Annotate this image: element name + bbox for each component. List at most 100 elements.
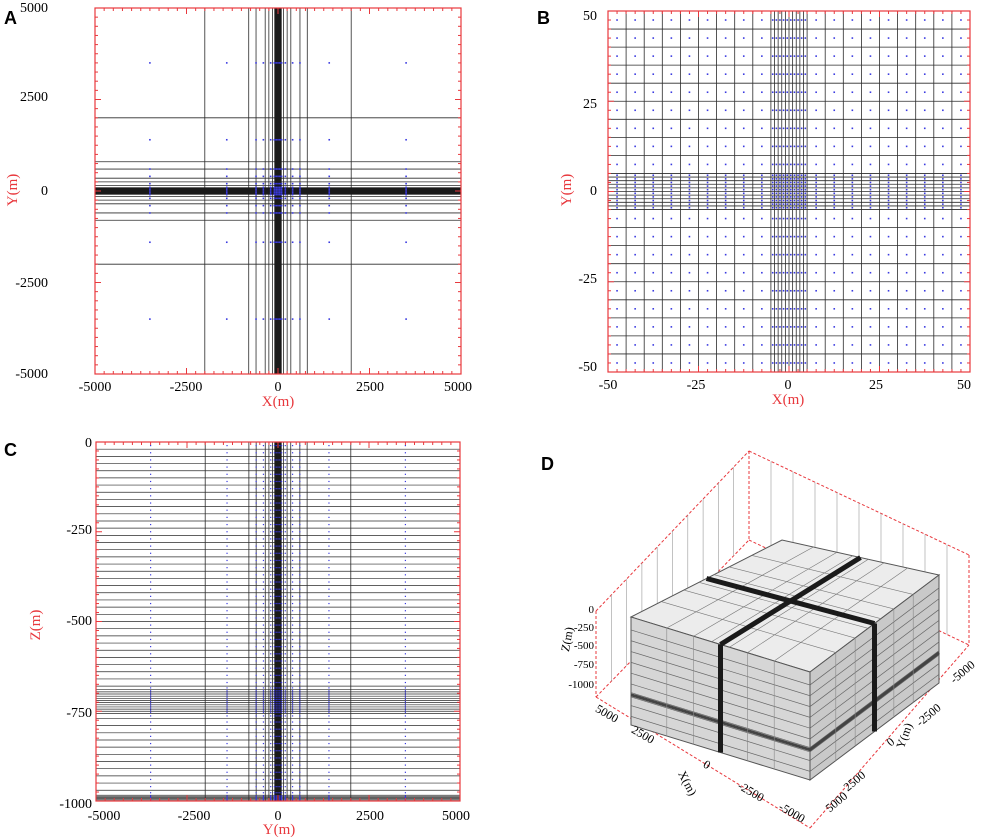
panel-a-grid-point: [255, 138, 257, 141]
panel-c-grid-point: [273, 495, 275, 497]
panel-c-grid-point: [404, 617, 406, 619]
panel-b-grid-point: [782, 253, 785, 256]
panel-b-grid-point: [793, 271, 796, 274]
panel-b-grid-point: [786, 55, 788, 57]
panel-b-grid-point: [779, 289, 781, 292]
panel-c-grid-point: [255, 538, 257, 540]
panel-c-grid-point: [273, 721, 275, 723]
panel-c-grid-point: [277, 646, 279, 648]
panel-a-grid-point: [299, 175, 301, 178]
panel-c-grid-point: [270, 588, 272, 590]
panel-b-grid-point: [634, 19, 636, 21]
panel-b-grid-point: [724, 178, 727, 180]
panel-a-grid-point: [255, 168, 257, 170]
panel-b-grid-point: [815, 253, 817, 256]
panel-a-grid-point: [262, 186, 265, 189]
panel-c-grid-point: [226, 495, 228, 497]
panel-b-grid-point: [652, 235, 655, 238]
panel-c-grid-point: [299, 602, 301, 605]
panel-c-grid-point: [270, 799, 272, 801]
panel-c-grid-point: [281, 581, 283, 583]
panel-b-grid-point: [779, 174, 781, 177]
panel-a-grid-point: [269, 318, 272, 320]
panel-b-grid-point: [779, 271, 781, 274]
panel-c-grid-point: [404, 538, 406, 540]
panel-b-grid-point: [851, 192, 854, 195]
panel-c-grid-point: [284, 559, 286, 562]
panel-a-grid-point: [280, 192, 283, 194]
panel-b-grid-point: [616, 192, 618, 195]
panel-a-grid-point: [279, 190, 281, 192]
panel-b-grid-point: [905, 253, 908, 256]
panel-b-grid-point: [905, 91, 908, 94]
panel-b-grid-point: [797, 109, 799, 112]
panel-letter-c: C: [4, 440, 17, 460]
panel-c-grid-point: [150, 617, 152, 619]
panel-c-grid-point: [284, 707, 286, 709]
panel-c-grid-point: [284, 703, 286, 705]
panel-b-grid-point: [790, 344, 792, 346]
panel-b-grid-point: [887, 203, 890, 205]
panel-b-grid-point: [761, 308, 763, 310]
panel-c-grid-point: [275, 595, 277, 597]
panel-c-grid-point: [328, 690, 330, 692]
panel-b-grid-point: [887, 196, 890, 198]
panel-c-grid-point: [281, 660, 283, 662]
panel-d-ztick: 0: [589, 604, 595, 616]
panel-a-grid-point: [405, 212, 407, 214]
panel-c-grid-point: [262, 523, 265, 526]
panel-b-grid-point: [761, 199, 763, 202]
panel-d-layer-line: [630, 650, 940, 748]
panel-b-grid-point: [771, 185, 774, 187]
panel-a-grid-point: [299, 138, 301, 141]
panel-c-grid-point: [277, 559, 279, 562]
panel-b-grid-point: [905, 188, 908, 191]
panel-a-grid-point: [255, 62, 257, 64]
panel-c-grid-point: [279, 667, 281, 669]
panel-a-grid-point: [255, 241, 257, 244]
panel-a-grid-point: [291, 193, 294, 196]
panel-b-grid-point: [688, 206, 691, 209]
panel-b-grid-point: [775, 145, 778, 148]
panel-c-grid-point: [279, 523, 281, 526]
panel-c-grid-point: [270, 552, 272, 554]
panel-a-grid-point: [328, 241, 331, 244]
panel-c-grid-point: [279, 750, 281, 752]
panel-b-grid-point: [790, 109, 792, 112]
panel-c-grid-point: [150, 795, 152, 797]
panel-c-grid-point: [277, 466, 279, 468]
panel-c-grid-point: [281, 559, 283, 562]
panel-b-grid-point: [793, 73, 796, 75]
panel-c-grid-point: [328, 798, 330, 800]
panel-c-grid-point: [281, 638, 283, 641]
panel-c-grid-point: [279, 646, 281, 648]
panel-b-grid-point: [905, 192, 908, 195]
panel-b-grid-point: [804, 73, 807, 75]
panel-c-grid-point: [299, 681, 301, 684]
panel-a-grid-point: [275, 192, 277, 194]
panel-c-grid-point: [262, 631, 265, 633]
panel-c-grid-point: [404, 610, 406, 612]
panel-a-grid-point: [225, 193, 228, 196]
panel-b-grid-point: [688, 178, 691, 180]
panel-b-grid-point: [815, 192, 817, 195]
panel-c-grid-point: [281, 764, 283, 766]
panel-b-grid-point: [616, 109, 618, 112]
panel-a-grid-point: [328, 192, 331, 194]
panel-c-grid-point: [275, 545, 277, 547]
panel-c-grid-point: [226, 792, 228, 794]
panel-c-grid-point: [291, 631, 294, 633]
panel-b-grid-point: [706, 235, 709, 238]
panel-c-grid-point: [279, 488, 281, 490]
panel-c-ylabel: Z(m): [28, 610, 44, 641]
panel-d-ztick: -750: [574, 659, 595, 671]
panel-b-grid-point: [616, 203, 618, 205]
panel-c-grid-point: [277, 757, 279, 759]
panel-c-grid-point: [275, 757, 277, 759]
panel-b-grid-point: [724, 362, 727, 364]
panel-c-grid-point: [277, 786, 279, 788]
panel-b-xtick: 0: [785, 378, 792, 393]
panel-b-grid-point: [652, 19, 655, 21]
panel-c-grid-point: [273, 516, 275, 518]
panel-c-grid-point: [262, 750, 265, 752]
